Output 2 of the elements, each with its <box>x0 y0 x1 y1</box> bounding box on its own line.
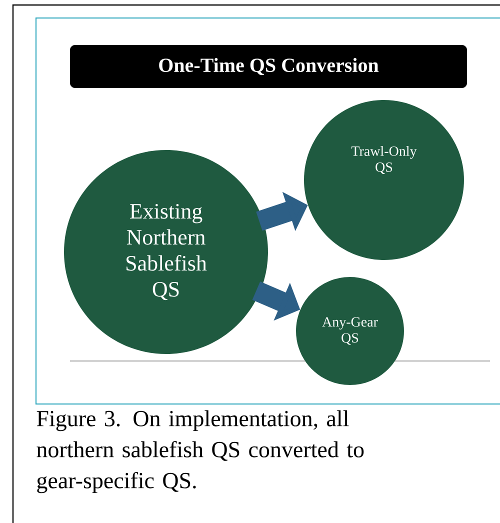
title-banner: One-Time QS Conversion <box>70 45 467 88</box>
caption: Figure 3. On implementation, all northern sablefish QS converted to gear-specific QS. <box>36 410 364 494</box>
